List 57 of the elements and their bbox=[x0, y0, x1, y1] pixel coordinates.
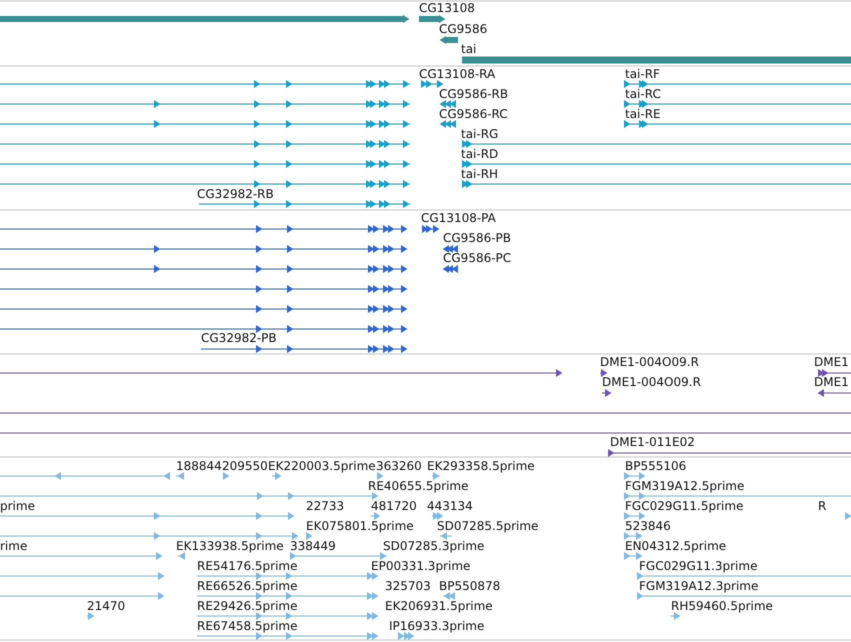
feature-label: EK220003.5prime bbox=[268, 459, 376, 473]
feature-label: CG32982-RB bbox=[197, 187, 274, 201]
feature-label: CG9586-RB bbox=[439, 87, 508, 101]
feature-label: RE40655.5prime bbox=[368, 479, 468, 493]
feature-label: tai-RC bbox=[625, 87, 661, 101]
feature-label: tai-RG bbox=[461, 127, 498, 141]
feature-label: EP00331.3prime bbox=[371, 559, 470, 573]
feature-label: tai-RD bbox=[461, 147, 498, 161]
feature-label: 22733 bbox=[306, 499, 344, 513]
feature-label: EK075801.5prime bbox=[306, 519, 414, 533]
feature-label: 443134 bbox=[427, 499, 473, 513]
feature-label: FGM319A12.5prime bbox=[625, 479, 744, 493]
feature-label: CG9586-PB bbox=[443, 231, 512, 245]
feature-label: SD07285.3prime bbox=[383, 539, 484, 553]
feature-label: EK206931.5prime bbox=[385, 599, 493, 613]
feature-label: tai-RH bbox=[461, 167, 498, 181]
feature-label: CG9586-PC bbox=[443, 251, 512, 265]
feature-label: rime bbox=[0, 539, 28, 553]
feature-label: prime bbox=[0, 499, 35, 513]
feature-label: DME1 bbox=[814, 355, 849, 369]
feature-label: EK293358.5prime bbox=[427, 459, 535, 473]
feature-label: BP555106 bbox=[625, 459, 686, 473]
feature-label: 523846 bbox=[625, 519, 671, 533]
feature-label: 481720 bbox=[371, 499, 417, 513]
feature-label: 188844 bbox=[176, 459, 222, 473]
feature-label: tai-RF bbox=[625, 67, 660, 81]
feature-label: CG32982-PB bbox=[201, 331, 277, 345]
feature-label: SD07285.5prime bbox=[437, 519, 538, 533]
feature-label: DME1-011E02 bbox=[610, 435, 695, 449]
feature-label: DME1-004O09.R bbox=[602, 375, 701, 389]
feature-label: tai bbox=[461, 42, 476, 56]
feature-label: FGM319A12.3prime bbox=[639, 579, 758, 593]
feature-label: R bbox=[818, 499, 826, 513]
feature-label: EN04312.5prime bbox=[625, 539, 726, 553]
feature-label: CG9586-RC bbox=[439, 107, 508, 121]
feature-label: RE67458.5prime bbox=[197, 619, 298, 633]
feature-label: tai-RE bbox=[625, 107, 661, 121]
feature-label: RE54176.5prime bbox=[197, 559, 298, 573]
feature-label: FGC029G11.3prime bbox=[639, 559, 758, 573]
feature-label: RH59460.5prime bbox=[671, 599, 773, 613]
feature-label: 363260 bbox=[376, 459, 422, 473]
feature-label: 325703 bbox=[385, 579, 431, 593]
feature-label: CG13108 bbox=[419, 1, 475, 15]
feature-label: CG9586 bbox=[439, 22, 488, 36]
feature-label: FGC029G11.5prime bbox=[625, 499, 744, 513]
feature-label: RE29426.5prime bbox=[197, 599, 298, 613]
feature-label: EK133938.5prime bbox=[176, 539, 284, 553]
feature-label: RE66526.5prime bbox=[197, 579, 298, 593]
feature-label: CG13108-RA bbox=[419, 67, 496, 81]
feature-label: 338449 bbox=[290, 539, 336, 553]
feature-label: CG13108-PA bbox=[421, 211, 496, 225]
feature-label: IP16933.3prime bbox=[389, 619, 484, 633]
feature-label: 209550 bbox=[222, 459, 268, 473]
feature-label: 21470 bbox=[87, 599, 126, 613]
feature-label: DME1 bbox=[814, 375, 849, 389]
feature-label: DME1-004O09.R bbox=[600, 355, 699, 369]
feature-label: BP550878 bbox=[439, 579, 500, 593]
